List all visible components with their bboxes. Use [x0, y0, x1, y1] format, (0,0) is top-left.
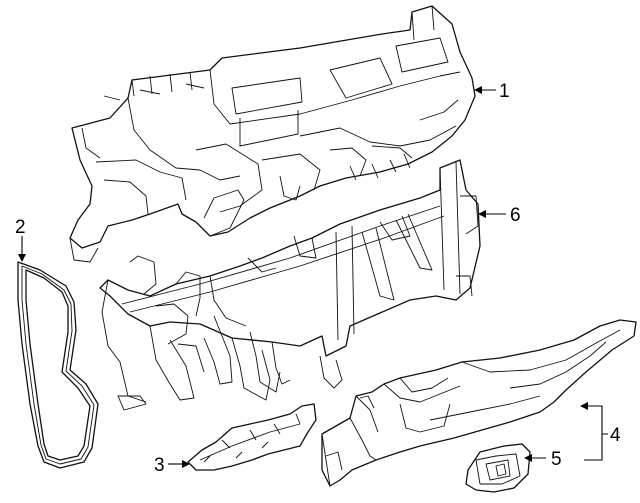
callout-3: 3 — [154, 455, 165, 476]
part-6-cross-beam — [99, 159, 481, 411]
callout-2: 2 — [15, 217, 26, 238]
leader-4-bracket — [584, 405, 608, 461]
leader-4-arrow-top — [580, 402, 588, 410]
leader-1-arrow — [474, 86, 482, 94]
part-5-switch-bezel — [465, 443, 531, 493]
callout-6: 6 — [510, 205, 521, 226]
part-3-lower-bracket — [187, 403, 317, 471]
leader-3-arrow — [182, 460, 190, 468]
part-2-seal — [17, 261, 99, 469]
leader-6-arrow — [478, 210, 486, 218]
callout-4: 4 — [610, 425, 621, 446]
leader-5-arrow — [524, 454, 532, 462]
leader-2-arrow — [18, 254, 26, 262]
callout-leaders — [18, 86, 608, 468]
callout-5: 5 — [551, 449, 562, 470]
part-4-lower-trim — [321, 319, 637, 487]
callout-1: 1 — [499, 81, 510, 102]
part-1-upper-frame — [69, 5, 476, 263]
